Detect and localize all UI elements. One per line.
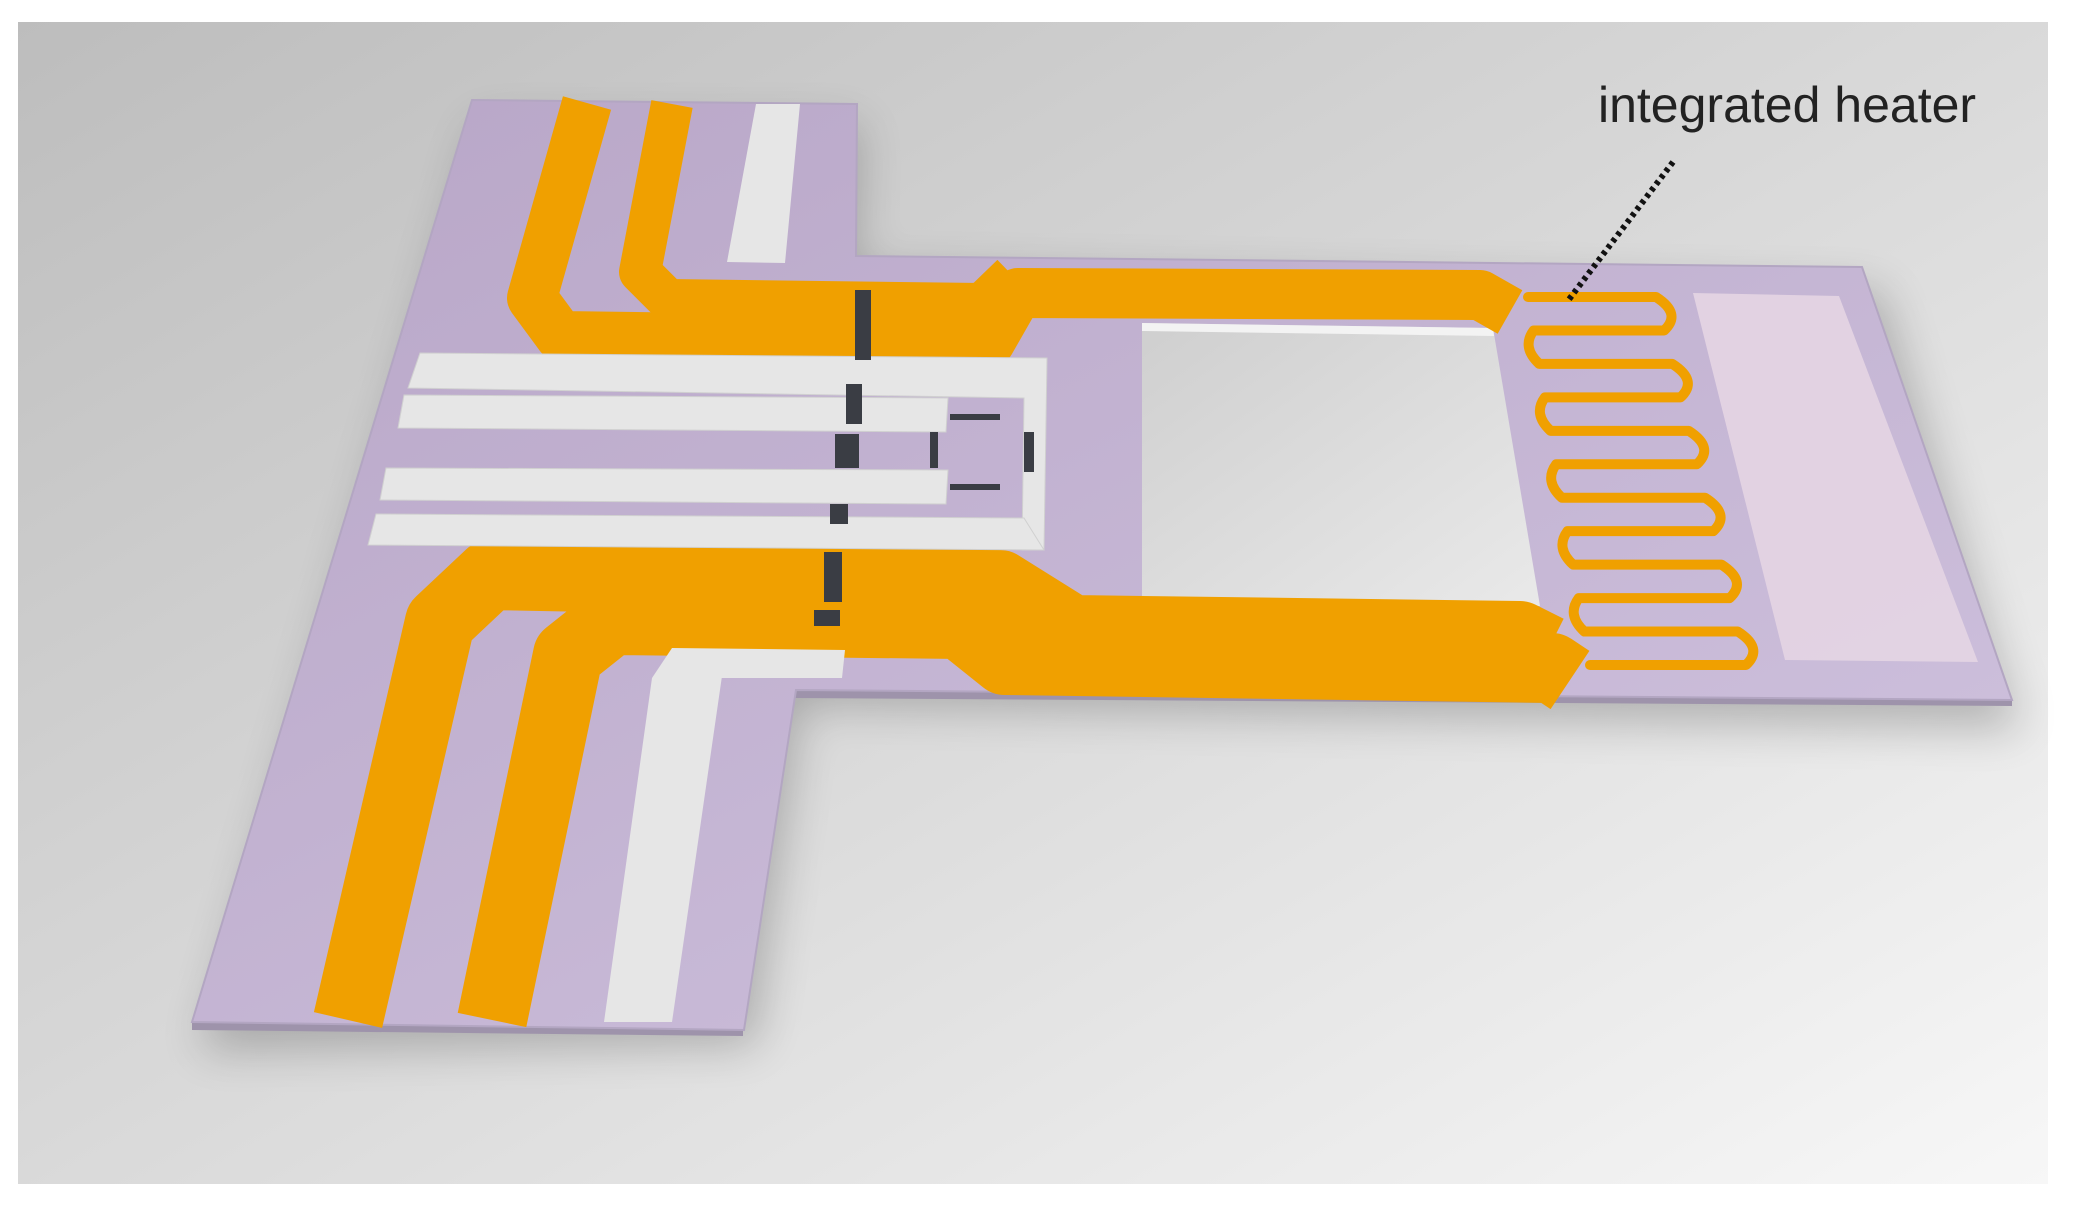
via-10 — [1024, 432, 1034, 472]
heater-meander — [1523, 292, 1759, 670]
via-9 — [950, 484, 1000, 490]
heater-pad — [1693, 293, 1978, 662]
annotation-label: integrated heater — [1598, 77, 1976, 133]
via-2 — [846, 384, 862, 424]
pt-electrodes — [367, 352, 1048, 551]
via-1 — [855, 290, 871, 360]
gold-trace-4 — [457, 585, 1590, 1028]
vias — [814, 290, 1034, 626]
via-6 — [814, 610, 840, 626]
via-4 — [830, 504, 848, 524]
pt-electrode-3 — [379, 467, 949, 505]
pt-electrode-4 — [367, 513, 1045, 551]
gold-trace-1 — [507, 96, 1523, 367]
via-5 — [824, 552, 842, 602]
leader-dotted-line — [1564, 160, 1676, 304]
pt-electrode-2 — [397, 394, 949, 433]
via-8 — [930, 432, 938, 468]
gold-trace-2 — [619, 100, 1027, 325]
pt-trace-bottom-connect — [652, 648, 845, 678]
pt-trace-top — [727, 104, 800, 263]
gold-traces-bottom — [313, 540, 1590, 1028]
membrane-window-rim — [1142, 323, 1494, 336]
membrane-window — [1142, 323, 1540, 606]
gold-traces-top — [507, 96, 1523, 367]
via-7 — [950, 414, 1000, 420]
via-3 — [835, 434, 859, 468]
pt-trace-bottom — [604, 676, 722, 1022]
